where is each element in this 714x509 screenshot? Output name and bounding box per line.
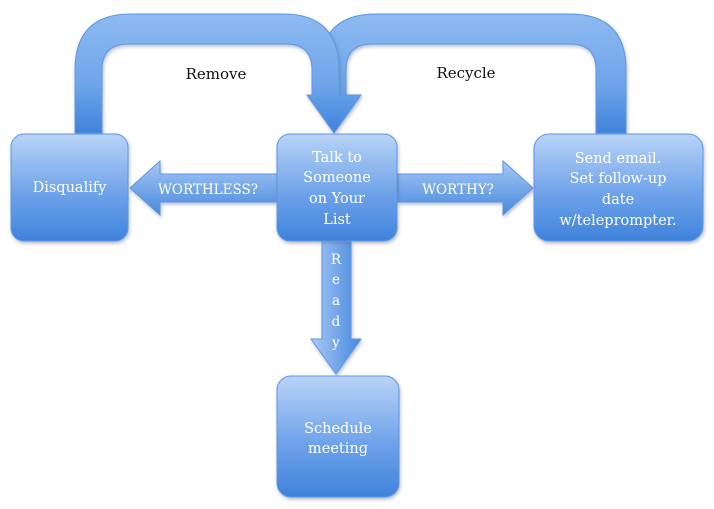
talk-text-line: List — [323, 212, 351, 228]
worthless-arrow — [129, 159, 278, 217]
send-email-text-line: date — [602, 192, 634, 208]
disqualify-node: Disqualify — [10, 133, 129, 242]
talk-node: Talk to Someone on Your List — [276, 133, 398, 242]
schedule-text-line: meeting — [308, 441, 368, 457]
remove-label: Remove — [186, 65, 247, 83]
schedule-node: Schedule meeting — [276, 375, 400, 498]
talk-text-line: on Your — [309, 191, 365, 207]
talk-box — [276, 133, 398, 242]
send-email-text-line: Set follow-up — [570, 171, 667, 187]
ready-letter: e — [332, 272, 340, 288]
remove-loop-arrow — [74, 13, 362, 134]
worthy-label: WORTHY? — [422, 182, 494, 198]
ready-arrow — [310, 240, 362, 375]
schedule-box — [276, 375, 400, 498]
ready-label: R e a d y — [331, 252, 342, 351]
send-email-text-line: w/teleprompter. — [559, 213, 676, 229]
ready-letter: R — [331, 252, 342, 268]
schedule-text-line: Schedule — [304, 421, 372, 437]
worthless-label: WORTHLESS? — [158, 182, 258, 198]
worthy-arrow — [397, 159, 534, 217]
talk-text-line: Talk to — [312, 150, 362, 166]
ready-letter: a — [332, 293, 340, 309]
send-email-text-line: Send email. — [575, 151, 662, 167]
recycle-label: Recycle — [436, 64, 495, 82]
ready-letter: d — [332, 314, 341, 330]
disqualify-box — [10, 133, 129, 242]
ready-letter: y — [331, 335, 340, 351]
talk-text-line: Someone — [303, 170, 371, 186]
send-email-node: Send email. Set follow-up date w/telepro… — [533, 133, 704, 242]
send-email-box — [533, 133, 704, 242]
disqualify-text: Disqualify — [33, 180, 108, 196]
